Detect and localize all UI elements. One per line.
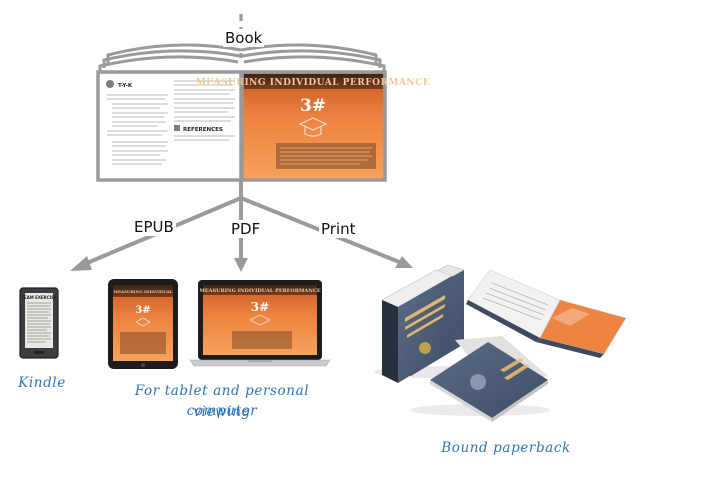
paperback-caption: Bound paperback: [441, 440, 571, 456]
tablet-chapter: 3#: [135, 305, 150, 316]
laptop-device: MEASURING INDIVIDUAL PERFORMANCE 3#: [189, 280, 331, 367]
print-label: Print: [319, 220, 358, 238]
flat-paperback-cover: [430, 342, 548, 418]
graduation-cap-icon: [298, 117, 328, 137]
laptop-chapter: 3#: [251, 300, 269, 314]
paperback-cover: [398, 276, 452, 383]
paperback-books: [374, 264, 627, 422]
print-arrowhead: [395, 256, 413, 268]
left-page-content: T-Y-K REFERENCES: [106, 80, 235, 165]
flat-cover-emblem-icon: [470, 374, 486, 390]
cover-emblem-icon: [419, 342, 431, 354]
kindle-device: TEAM EXERCISE: [19, 287, 59, 359]
right-page-title: MEASURING INDIVIDUAL PERFORMANCE: [196, 78, 430, 88]
tablet-cap-icon: [135, 317, 151, 327]
svg-text:MEASURING INDIVIDUAL: MEASURING INDIVIDUAL: [113, 289, 172, 294]
kindle-screen-title: TEAM EXERCISE: [21, 295, 57, 300]
references-icon: [174, 125, 180, 131]
kindle-caption: Kindle: [18, 375, 66, 391]
pdf-label: PDF: [229, 220, 263, 238]
pdf-arrowhead: [234, 258, 248, 272]
tablet-device: MEASURING INDIVIDUAL 3#: [108, 279, 178, 369]
epub-label: EPUB: [132, 218, 176, 236]
epub-arrowhead: [70, 256, 92, 271]
badge-icon: [106, 80, 114, 88]
book-label: Book: [223, 29, 265, 47]
tablet-computer-caption-line2: viewing: [193, 404, 251, 420]
tablet-computer-caption-line1: For tablet and personal computer: [134, 383, 310, 419]
svg-text:MEASURING INDIVIDUAL PERFORMAN: MEASURING INDIVIDUAL PERFORMANCE: [199, 288, 321, 294]
left-heading-references: REFERENCES: [183, 127, 223, 133]
laptop-cap-icon: [248, 314, 272, 326]
open-paperback-right: [539, 299, 627, 355]
right-page-chapter: 3#: [300, 96, 326, 116]
right-page-title-bar: [244, 74, 383, 89]
arrow-heads: [70, 256, 413, 272]
open-book: T-Y-K REFERENCES MEASU: [96, 43, 430, 182]
left-heading-tyk: T-Y-K: [118, 83, 133, 89]
